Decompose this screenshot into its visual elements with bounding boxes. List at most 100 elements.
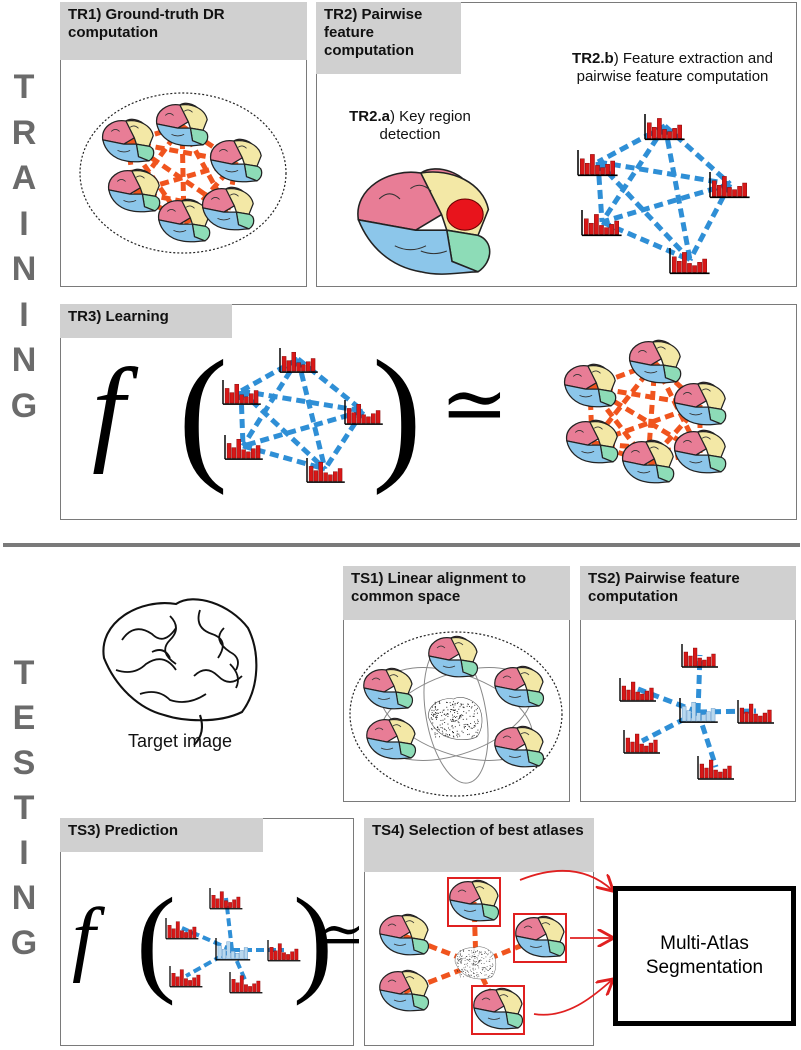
ts3-approx-symbol: ≃ <box>318 902 365 967</box>
brain-atlas-icon <box>209 138 263 183</box>
brain-atlas-icon <box>366 717 417 760</box>
brain-atlas-icon <box>101 118 155 163</box>
noise-brain-icon <box>428 697 483 741</box>
ts2-title: TS2) Pairwise feature computation <box>580 566 796 620</box>
histogram-icon <box>709 172 750 199</box>
ts1-title: TS1) Linear alignment to common space <box>343 566 570 620</box>
ts4-selection-graph <box>379 877 567 1035</box>
selection-arrows <box>519 869 630 1016</box>
brain-atlas-icon <box>673 381 727 426</box>
side-letter: A <box>11 159 37 197</box>
side-letter: I <box>19 295 29 334</box>
tr3-left-paren: ( <box>178 330 228 496</box>
brain-outline-icon <box>102 598 258 746</box>
histogram-icon <box>577 150 618 177</box>
brain-atlas-icon <box>565 419 619 464</box>
tr2-feature-graph <box>577 114 750 275</box>
brain-atlas-icon <box>628 339 682 384</box>
arrow-icon <box>533 980 612 1016</box>
brain-atlas-icon <box>428 635 479 678</box>
arrow-icon <box>519 869 612 890</box>
tr3-panel <box>60 304 797 520</box>
histogram-icon <box>165 918 199 940</box>
multi-atlas-segmentation-box: Multi-Atlas Segmentation <box>613 886 796 1026</box>
target-image-caption: Target image <box>127 731 233 751</box>
noise-brain-icon <box>454 946 497 980</box>
side-letter: T <box>13 654 35 692</box>
tr3-feature-graph <box>222 348 383 483</box>
ts3-title: TS3) Prediction <box>60 818 263 852</box>
brain-atlas-icon <box>449 879 500 922</box>
histogram-icon <box>623 730 660 754</box>
side-letter: N <box>11 341 37 379</box>
histogram-icon <box>229 972 263 994</box>
histogram-icon <box>215 938 251 961</box>
histogram-icon <box>681 644 718 668</box>
histogram-icon <box>267 940 301 962</box>
brain-atlas-icon <box>379 913 430 956</box>
histogram-icon <box>306 458 345 483</box>
brain-atlas-icon <box>621 439 675 484</box>
brain-atlas-icon <box>155 102 209 147</box>
tr3-approx-symbol: ≃ <box>440 357 509 452</box>
selection-box-icon <box>471 985 525 1035</box>
brain-atlas-icon <box>379 969 430 1012</box>
brain-atlas-icon <box>157 198 211 243</box>
histogram-icon <box>581 210 622 237</box>
section-divider <box>3 543 800 547</box>
side-letter: G <box>10 386 38 425</box>
key-region-brain-icon <box>357 168 491 275</box>
ts3-right-paren: ) <box>293 873 333 1006</box>
tr3-brain-graph <box>563 339 727 484</box>
brain-atlas-icon <box>494 725 545 768</box>
ts3-function-symbol: f <box>72 891 96 984</box>
histogram-icon <box>679 698 718 723</box>
tr2a-bold: TR2.a <box>349 108 390 125</box>
histogram-icon <box>224 435 263 460</box>
tr2-title: TR2) Pairwise feature computation <box>316 2 461 74</box>
histogram-icon <box>209 888 243 910</box>
tr2b-bold: TR2.b <box>572 50 614 67</box>
target-brain-outline-icon <box>102 598 258 746</box>
histogram-icon <box>169 966 203 988</box>
side-letter: N <box>11 879 37 917</box>
multi-atlas-segmentation-label: Multi-Atlas Segmentation <box>645 933 764 978</box>
brain-atlas-icon <box>363 667 414 710</box>
brain-atlas-icon <box>473 987 524 1030</box>
brain-atlas-icon <box>515 915 566 958</box>
tr1-graph <box>79 92 287 254</box>
side-letter: E <box>12 699 36 737</box>
ts3-feature-graph <box>165 888 301 994</box>
histogram-icon <box>279 348 318 373</box>
tr3-function-symbol: f <box>92 344 125 475</box>
tr3-title: TR3) Learning <box>60 304 232 338</box>
tr2-key-region-brain <box>357 168 491 275</box>
histogram-icon <box>222 380 261 405</box>
side-letter: R <box>11 113 37 152</box>
ts1-alignment-graph <box>349 631 563 797</box>
side-letter: T <box>13 789 35 827</box>
tr3-right-paren: ) <box>372 330 422 496</box>
ts4-title: TS4) Selection of best atlases <box>364 818 594 872</box>
tr2a-caption: TR2.a) Key region detection <box>345 108 475 144</box>
side-letter: T <box>13 68 35 106</box>
brain-atlas-icon <box>494 665 545 708</box>
tr2b-caption: TR2.b) Feature extraction and pairwise f… <box>560 50 785 86</box>
histogram-icon <box>697 756 734 780</box>
side-letter: G <box>10 924 38 962</box>
brain-atlas-icon <box>673 429 727 474</box>
histogram-icon <box>669 248 710 275</box>
histogram-icon <box>737 700 774 724</box>
selection-box-icon <box>513 913 567 963</box>
histogram-icon <box>344 400 383 425</box>
brain-atlas-icon <box>563 363 617 408</box>
tr2b-text: ) Feature extraction and pairwise featur… <box>576 50 773 85</box>
side-letter: I <box>19 204 29 243</box>
side-letter: N <box>11 250 37 288</box>
brain-atlas-icon <box>107 168 161 213</box>
side-letter: S <box>12 744 36 782</box>
ts3-left-paren: ( <box>136 873 176 1006</box>
ts2-feature-graph <box>619 644 774 780</box>
side-letter: I <box>19 834 29 872</box>
histogram-icon <box>619 678 656 702</box>
